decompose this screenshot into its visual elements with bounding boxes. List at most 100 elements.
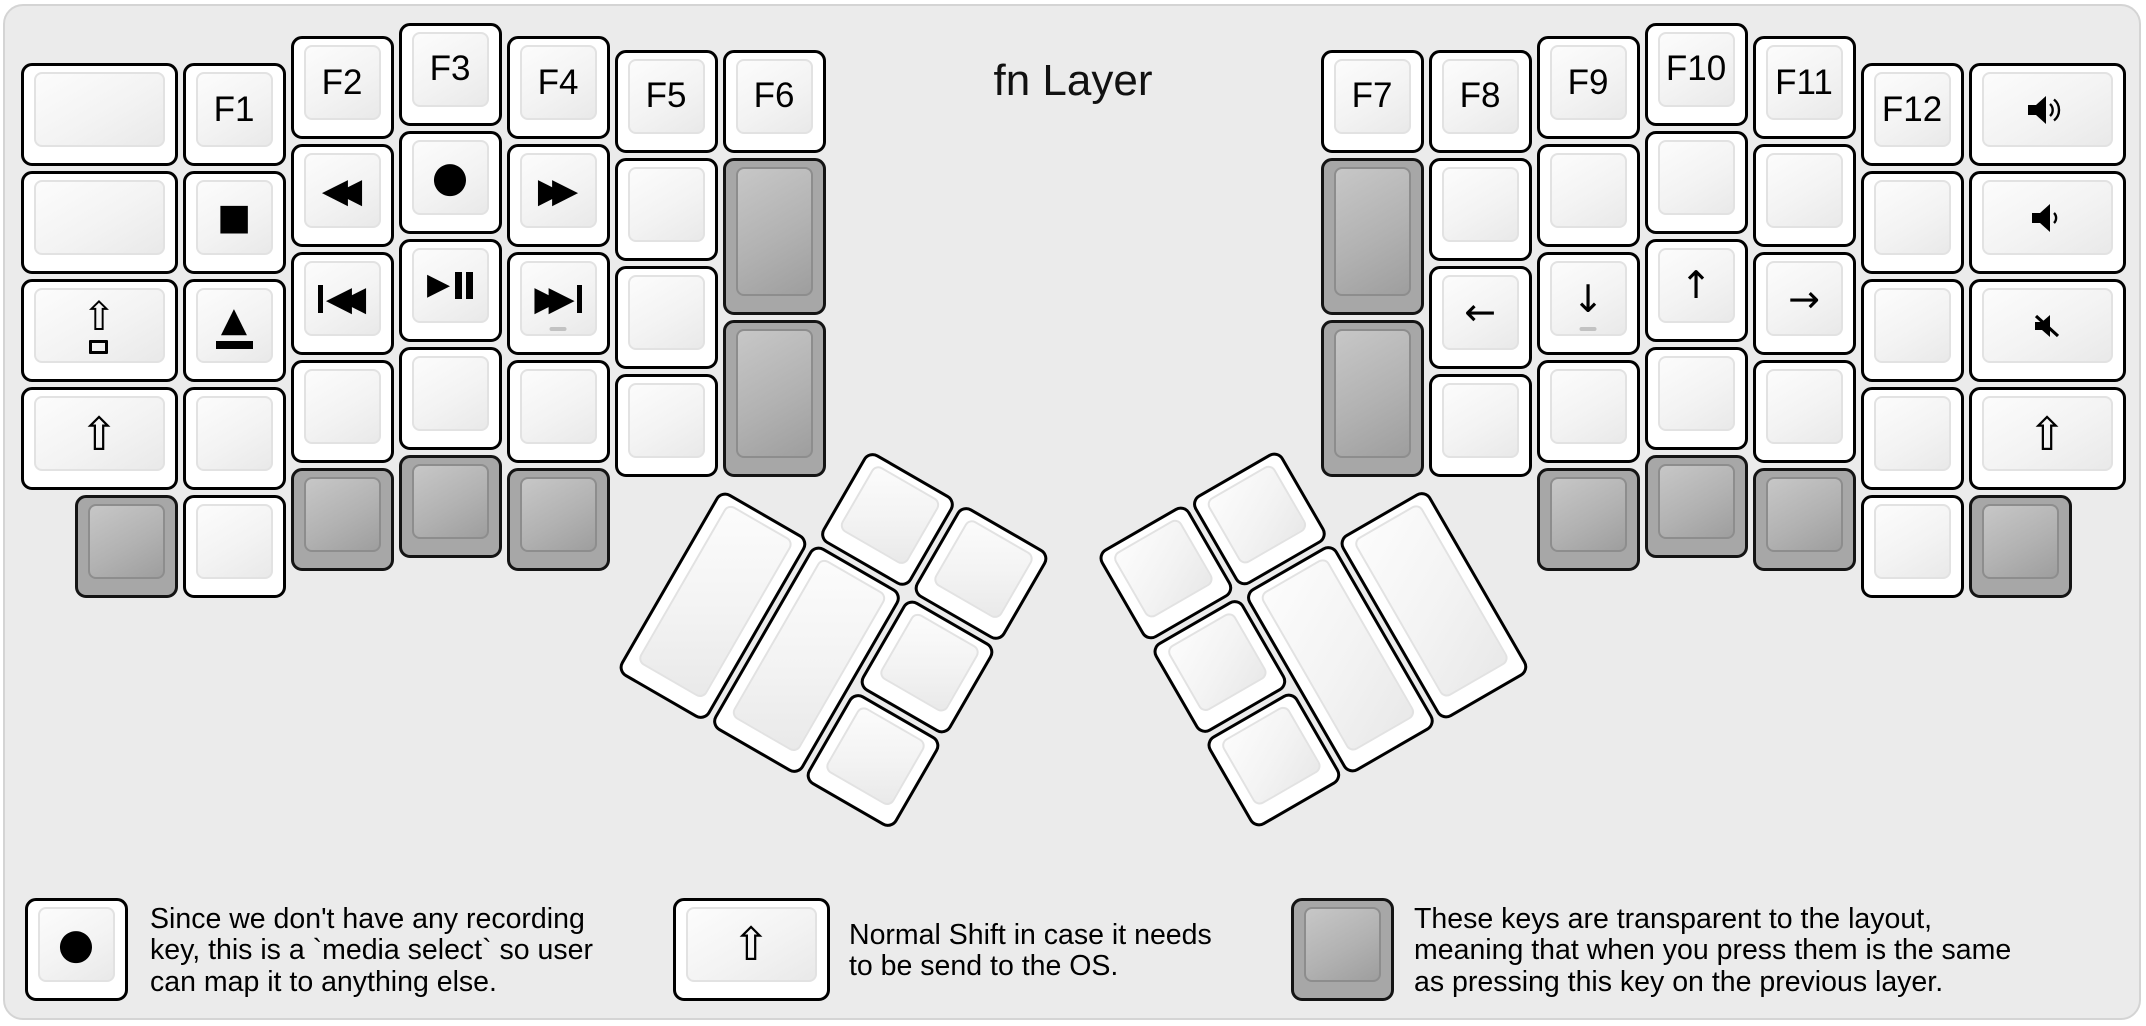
play-pause-icon: ▶ bbox=[427, 270, 474, 300]
key-f11: F11 bbox=[1752, 36, 1856, 139]
key-label: F2 bbox=[321, 62, 363, 102]
shift-icon: ⇧ bbox=[731, 917, 771, 971]
keycap-surface bbox=[1204, 462, 1309, 567]
keycap-surface: F1 bbox=[195, 72, 273, 147]
key-f5: F5 bbox=[614, 49, 718, 153]
arrow-up-icon: ↑ bbox=[1680, 263, 1712, 307]
key-label: F12 bbox=[1881, 89, 1943, 129]
keycap-surface: F2 bbox=[303, 45, 381, 120]
key-transparent bbox=[290, 468, 394, 571]
keycap-surface bbox=[735, 328, 813, 458]
key-blank bbox=[1752, 360, 1856, 463]
key-f2: F2 bbox=[290, 36, 394, 139]
keycap-surface bbox=[1333, 328, 1411, 458]
key-blank bbox=[1644, 346, 1748, 450]
keycap-surface: ● bbox=[411, 139, 489, 215]
keycap-surface: ▶▶ bbox=[519, 261, 597, 336]
key-blank bbox=[182, 387, 286, 490]
page-title: fn Layer bbox=[993, 56, 1153, 105]
keycap-surface bbox=[1164, 610, 1269, 714]
keycap-surface bbox=[1873, 396, 1951, 471]
shift-icon: ⇧ bbox=[79, 406, 119, 461]
keycap-surface bbox=[627, 274, 705, 350]
legend-text-line: Since we don't have any recording bbox=[150, 902, 585, 935]
key-blank bbox=[1428, 373, 1532, 477]
key-transparent bbox=[506, 468, 610, 571]
keycap-surface bbox=[837, 462, 942, 567]
key-label: F8 bbox=[1459, 76, 1501, 115]
keycap-surface: ↓ bbox=[1549, 261, 1627, 336]
key-arrow-down: ↓ bbox=[1536, 252, 1640, 355]
keycap-surface bbox=[519, 369, 597, 444]
key-f6: F6 bbox=[722, 49, 826, 153]
key-label: F6 bbox=[753, 76, 795, 115]
key-caps-lock: ⇧ bbox=[20, 279, 178, 382]
key-transparent bbox=[1968, 495, 2072, 598]
key-volume-up bbox=[1968, 63, 2126, 166]
key-blank bbox=[1536, 360, 1640, 463]
next-track-icon: ▶▶ bbox=[534, 282, 582, 316]
legend-record-key: ● bbox=[24, 897, 128, 1001]
keycap-surface: F10 bbox=[1657, 31, 1735, 107]
key-label: F9 bbox=[1567, 62, 1609, 102]
key-f12: F12 bbox=[1860, 63, 1964, 166]
keycap-surface bbox=[33, 180, 165, 255]
key-volume-down bbox=[1968, 171, 2126, 274]
key-label: F7 bbox=[1351, 76, 1393, 115]
keycap-surface bbox=[1441, 166, 1519, 242]
key-blank bbox=[1860, 495, 1964, 598]
keycap-surface bbox=[1765, 369, 1843, 444]
key-transparent bbox=[74, 495, 178, 598]
key-f7: F7 bbox=[1320, 49, 1424, 153]
homing-dash bbox=[1579, 327, 1597, 331]
key-transparent bbox=[722, 319, 826, 477]
key-prev-track: ◀◀ bbox=[290, 252, 394, 355]
key-blank bbox=[20, 171, 178, 274]
keycap-surface: ▶▶ bbox=[519, 153, 597, 228]
keycap-surface: F3 bbox=[411, 31, 489, 107]
keycap-surface: ▲ bbox=[195, 288, 273, 363]
volume-down-icon bbox=[2029, 201, 2065, 235]
keycap-surface bbox=[1873, 180, 1951, 255]
key-blank bbox=[506, 360, 610, 463]
keycap-surface: ⇧ bbox=[1981, 396, 2113, 471]
legend-text-line: These keys are transparent to the layout… bbox=[1414, 902, 1933, 935]
key-f3: F3 bbox=[398, 22, 502, 126]
keycap-surface bbox=[627, 382, 705, 458]
key-label: F4 bbox=[537, 62, 579, 102]
legend-text-line: as pressing this key on the previous lay… bbox=[1414, 965, 1944, 998]
key-f4: F4 bbox=[506, 36, 610, 139]
key-record: ● bbox=[398, 130, 502, 234]
key-arrow-up: ↑ bbox=[1644, 238, 1748, 342]
keycap-surface: ⇧ bbox=[33, 396, 165, 471]
keycap-surface bbox=[1765, 477, 1843, 552]
keycap-surface: F8 bbox=[1441, 58, 1519, 134]
key-blank bbox=[1860, 279, 1964, 382]
keycap-surface bbox=[1441, 382, 1519, 458]
keycap-surface bbox=[303, 477, 381, 552]
key-stop: ■ bbox=[182, 171, 286, 274]
keycap-surface bbox=[1110, 516, 1215, 621]
keycap-surface bbox=[1765, 153, 1843, 228]
key-blank bbox=[398, 346, 502, 450]
key-play-pause: ▶ bbox=[398, 238, 502, 342]
key-f8: F8 bbox=[1428, 49, 1532, 153]
keycap-surface bbox=[411, 355, 489, 431]
key-transparent bbox=[722, 157, 826, 315]
key-label: F5 bbox=[645, 76, 687, 115]
keycap-surface bbox=[1218, 703, 1323, 808]
key-eject: ▲ bbox=[182, 279, 286, 382]
keycap-surface: F5 bbox=[627, 58, 705, 134]
keycap-surface bbox=[1657, 139, 1735, 215]
keycap-surface bbox=[1549, 153, 1627, 228]
keycap-surface: ⇧ bbox=[33, 288, 165, 363]
record-icon: ● bbox=[57, 919, 95, 968]
keycap-surface: ▶ bbox=[411, 247, 489, 323]
key-blank bbox=[182, 495, 286, 598]
legend-shift-key: ⇧ bbox=[672, 897, 830, 1001]
keycap-surface: ◀◀ bbox=[303, 153, 381, 228]
legend-text-line: to be send to the OS. bbox=[849, 950, 1119, 982]
key-fast-forward: ▶▶ bbox=[506, 144, 610, 247]
keycap-surface bbox=[1981, 72, 2113, 147]
